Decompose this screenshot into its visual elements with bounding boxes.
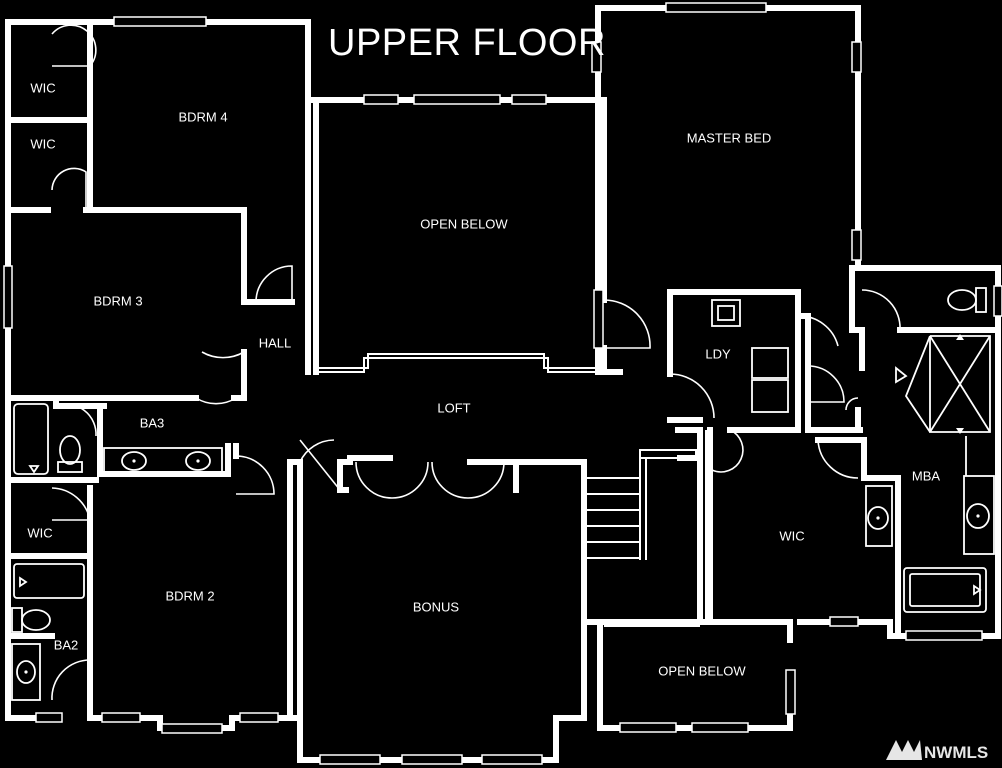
toilet-icon: [947, 289, 977, 311]
room-label-open-below-bottom: OPEN BELOW: [658, 663, 746, 678]
room-label-ba2: BA2: [54, 637, 79, 652]
bathtub-icon: [13, 563, 85, 599]
room-label-bdrm2: BDRM 2: [165, 588, 214, 603]
shower-icon: [904, 335, 931, 433]
watermark-text: NWMLS: [924, 743, 988, 762]
walls: [5, 5, 1001, 763]
stairs: [584, 430, 707, 627]
room-label-wic-second: WIC: [30, 136, 55, 151]
room-label-ba3: BA3: [140, 415, 165, 430]
room-label-wic-left: WIC: [27, 525, 52, 540]
room-label-wic-master: WIC: [779, 528, 804, 543]
room-label-hall: HALL: [259, 335, 292, 350]
room-label-loft: LOFT: [437, 400, 470, 415]
fixtures: [11, 287, 995, 701]
nwmls-logo-icon: [886, 740, 922, 760]
room-label-open-below-top: OPEN BELOW: [420, 216, 508, 231]
room-label-bonus: BONUS: [413, 599, 460, 614]
room-label-bdrm4: BDRM 4: [178, 109, 227, 124]
room-label-ldy: LDY: [705, 346, 731, 361]
room-label-master-bed: MASTER BED: [687, 130, 772, 145]
toilet-icon: [21, 609, 51, 631]
bathtub-icon: [13, 403, 49, 475]
sink-icon: [16, 660, 36, 684]
loft-railing: [316, 353, 598, 373]
room-label-mba: MBA: [912, 468, 941, 483]
toilet-icon: [59, 435, 81, 465]
sink-icon: [966, 503, 990, 529]
room-labels: WIC WIC BDRM 4 BDRM 3 HALL BA3 WIC BDRM …: [27, 80, 940, 678]
room-label-bdrm3: BDRM 3: [93, 293, 142, 308]
windows: [3, 2, 1002, 765]
room-label-wic-top: WIC: [30, 80, 55, 95]
sink-icon: [711, 299, 741, 327]
plan-title: UPPER FLOOR: [328, 22, 606, 64]
sink-icon: [121, 451, 147, 471]
bathtub-icon: [903, 567, 987, 613]
sink-icon: [185, 451, 211, 471]
dryer-icon: [751, 379, 789, 413]
doors: [51, 24, 901, 701]
sink-icon: [867, 506, 889, 530]
nwmls-watermark: NWMLS: [886, 740, 988, 762]
washer-icon: [751, 347, 789, 379]
